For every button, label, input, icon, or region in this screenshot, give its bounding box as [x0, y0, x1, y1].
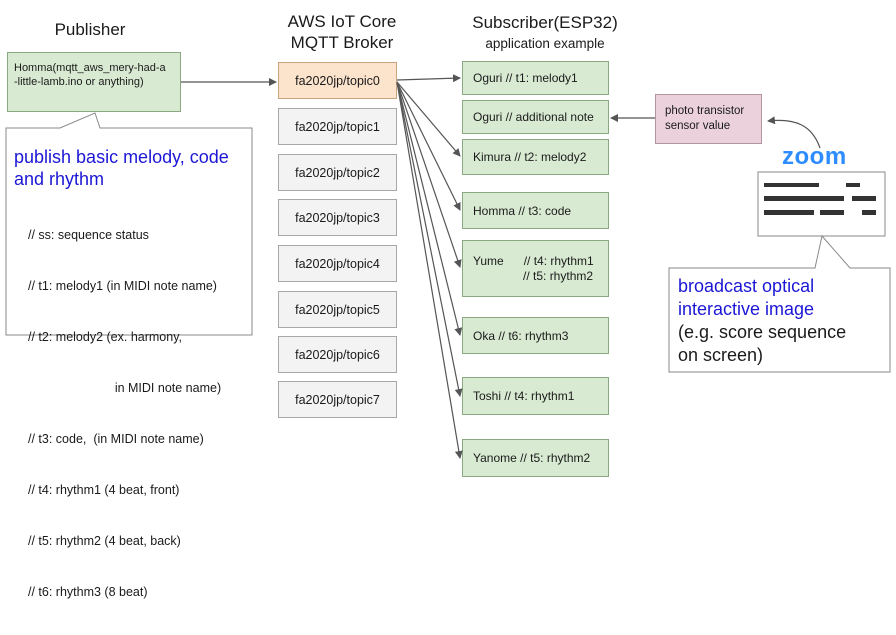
- score-bar: [820, 210, 844, 215]
- broker-title-line2: MQTT Broker: [290, 33, 394, 52]
- arrow-zoom-to-sensor: [767, 116, 821, 149]
- subscriber-box-yume: Yume // t4: rhythm1 // t5: rhythm2: [462, 240, 609, 297]
- topic-box-0: fa2020jp/topic0: [278, 62, 397, 99]
- callout-line-t4: // t4: rhythm1 (4 beat, front): [28, 483, 180, 497]
- topic-box-7: fa2020jp/topic7: [278, 381, 397, 418]
- callout-line-ss: // ss: sequence status: [28, 228, 149, 242]
- callout-line-t1: // t1: melody1 (in MIDI note name): [28, 279, 217, 293]
- callout-line-t2: // t2: melody2 (ex. harmony,: [28, 330, 182, 344]
- publish-callout-heading-line2: and rhythm: [14, 169, 105, 189]
- subscriber-box-oguri-melody: Oguri // t1: melody1: [462, 61, 609, 95]
- callout-line-t3: // t3: code, (in MIDI note name): [28, 432, 204, 446]
- score-bar: [764, 210, 814, 215]
- arrow-topic0-to-kimura: [396, 81, 461, 157]
- score-bar: [852, 196, 876, 201]
- publish-callout-lines: // ss: sequence status // t1: melody1 (i…: [14, 193, 250, 635]
- score-bar: [764, 196, 844, 201]
- publish-callout-shape: [5, 112, 253, 336]
- publisher-box-line1: Homma(mqtt_aws_mery-had-a: [14, 62, 166, 74]
- subscriber-box-yanome: Yanome // t5: rhythm2: [462, 439, 609, 477]
- subscriber-title: Subscriber(ESP32) application example: [450, 12, 640, 54]
- zoom-screen: [757, 171, 886, 237]
- sensor-box-line1: photo transistor: [665, 105, 745, 117]
- subscriber-box-toshi: Toshi // t4: rhythm1: [462, 377, 609, 415]
- subscriber-box-oguri-note: Oguri // additional note: [462, 100, 609, 134]
- topic-box-3: fa2020jp/topic3: [278, 199, 397, 236]
- publish-callout-heading-line1: publish basic melody, code: [14, 147, 229, 167]
- callout-line-t6: // t6: rhythm3 (8 beat): [28, 585, 148, 599]
- publish-callout: publish basic melody, code and rhythm //…: [14, 146, 250, 635]
- subscriber-box-oka: Oka // t6: rhythm3: [462, 317, 609, 354]
- arrow-topic0-to-yanome: [396, 81, 463, 459]
- topic-box-6: fa2020jp/topic6: [278, 336, 397, 373]
- sensor-box-line2: sensor value: [665, 120, 731, 132]
- arrow-topic0-to-oguri: [396, 74, 461, 83]
- subscriber-title-text: Subscriber(ESP32): [472, 13, 618, 32]
- callout-line-t5: // t5: rhythm2 (4 beat, back): [28, 534, 181, 548]
- broker-title: AWS IoT Core MQTT Broker: [268, 11, 416, 53]
- zoom-logo: zoom: [782, 143, 847, 170]
- topic-box-2: fa2020jp/topic2: [278, 154, 397, 191]
- subscriber-box-kimura: Kimura // t2: melody2: [462, 139, 609, 175]
- subscriber-box-homma: Homma // t3: code: [462, 192, 609, 229]
- arrow-topic0-to-toshi: [396, 81, 463, 397]
- broadcast-callout-line2: interactive image: [678, 299, 815, 319]
- topic-box-5: fa2020jp/topic5: [278, 291, 397, 328]
- broadcast-callout-line4: on screen): [678, 345, 764, 365]
- broadcast-callout: broadcast optical interactive image (e.g…: [678, 275, 886, 367]
- sensor-box: photo transistor sensor value: [655, 94, 762, 144]
- subscriber-subtitle: application example: [485, 36, 605, 51]
- topic-box-1: fa2020jp/topic1: [278, 108, 397, 145]
- publisher-title: Publisher: [54, 20, 126, 39]
- callout-line-t2-cont: in MIDI note name): [28, 381, 222, 395]
- broadcast-callout-shape: [668, 234, 891, 373]
- score-bar: [764, 183, 819, 187]
- arrow-topic0-to-yume: [396, 81, 462, 268]
- score-bar: [846, 183, 860, 187]
- publisher-box: Homma(mqtt_aws_mery-had-a -little-lamb.i…: [7, 52, 181, 112]
- arrow-topic0-to-oka: [396, 81, 463, 336]
- publisher-box-line2: -little-lamb.ino or anything): [14, 76, 144, 88]
- score-bar: [862, 210, 876, 215]
- arrow-topic0-to-homma: [396, 81, 461, 211]
- broadcast-callout-line1: broadcast optical: [678, 276, 815, 296]
- broadcast-callout-line3: (e.g. score sequence: [678, 322, 847, 342]
- broker-title-line1: AWS IoT Core: [287, 12, 397, 31]
- diagram-connectors: [5, 74, 891, 459]
- topic-box-4: fa2020jp/topic4: [278, 245, 397, 282]
